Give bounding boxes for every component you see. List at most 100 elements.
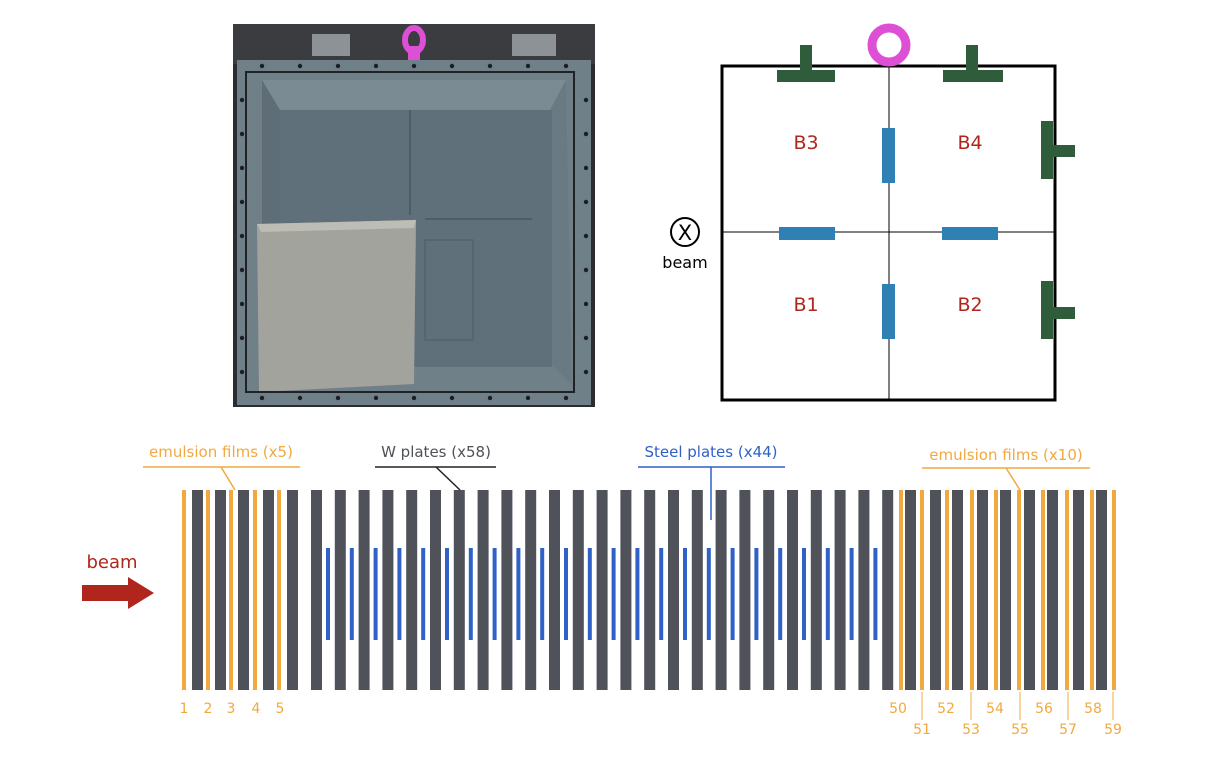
emulsion-film-6 [899, 490, 903, 690]
photo-screw-8 [373, 395, 379, 401]
w-plate-7 [334, 490, 346, 690]
label-w-plates-leader [435, 466, 461, 491]
photo-screw-4 [297, 395, 303, 401]
beam-arrow-icon [82, 577, 154, 609]
film-number-58: 58 [1084, 701, 1102, 717]
w-plate-10 [406, 490, 418, 690]
photo-screw-16 [525, 395, 531, 401]
w-plate-20 [644, 490, 656, 690]
steel-plate-4 [397, 548, 402, 640]
emulsion-film-9 [970, 490, 974, 690]
photo-screw-34 [583, 335, 589, 341]
stack-beam-label: beam [86, 552, 137, 573]
label-emulsion-films-left: emulsion films (x5) [149, 443, 293, 461]
label-w-plates: W plates (x58) [381, 443, 491, 461]
emulsion-film-8 [945, 490, 949, 690]
photo-screw-25 [239, 199, 245, 205]
steel-plate-8 [492, 548, 497, 640]
label-emulsion-films-right: emulsion films (x10) [929, 446, 1082, 464]
beam-into-page-icon [670, 217, 700, 247]
photo-screw-22 [583, 131, 589, 137]
photo-screw-17 [563, 63, 569, 69]
w-plate-4 [263, 490, 274, 690]
photo-screw-18 [563, 395, 569, 401]
brick-label-b2: B2 [957, 294, 982, 316]
w-plate-13 [477, 490, 489, 690]
label-emulsion-right-leader [1005, 467, 1021, 491]
steel-plate-9 [516, 548, 521, 640]
brick-label-b3: B3 [793, 132, 818, 154]
film-number-55: 55 [1011, 722, 1029, 738]
film-number-1: 1 [180, 701, 189, 717]
photo-box-back-wall [262, 80, 566, 110]
spacer-right [942, 227, 998, 240]
film-number-54: 54 [986, 701, 1004, 717]
photo-screw-30 [583, 267, 589, 273]
steel-plate-5 [421, 548, 426, 640]
film-number-53: 53 [962, 722, 980, 738]
photo-screw-6 [335, 395, 341, 401]
w-plate-34 [977, 490, 988, 690]
w-plate-23 [715, 490, 727, 690]
steel-plate-6 [445, 548, 449, 640]
photo-screw-11 [449, 63, 455, 69]
steel-plate-11 [564, 548, 568, 640]
w-plate-16 [549, 490, 560, 690]
photo-bracket-left [312, 34, 350, 56]
emulsion-film-11 [1017, 490, 1021, 690]
support-right-lower [1041, 281, 1075, 339]
photo-screw-31 [239, 301, 245, 307]
w-plate-3 [238, 490, 249, 690]
emulsion-film-3 [229, 490, 233, 690]
w-plate-14 [501, 490, 513, 690]
support-top-right [943, 45, 1003, 82]
detector-box-photo [233, 24, 595, 407]
label-steel-plates: Steel plates (x44) [644, 443, 777, 461]
photo-screw-21 [239, 131, 245, 137]
photo-screw-9 [411, 63, 417, 69]
film-number-56: 56 [1035, 701, 1053, 717]
w-plate-39 [1096, 490, 1107, 690]
photo-screws [239, 63, 589, 401]
w-plate-29 [858, 490, 870, 690]
spacer-top [882, 128, 895, 183]
photo-screw-1 [259, 63, 265, 69]
photo-screw-2 [259, 395, 265, 401]
w-plate-15 [525, 490, 537, 690]
w-plate-36 [1024, 490, 1035, 690]
w-plate-17 [572, 490, 584, 690]
photo-screw-13 [487, 63, 493, 69]
photo-screw-36 [583, 369, 589, 375]
diagram-beam-label: beam [662, 253, 707, 272]
w-plate-18 [596, 490, 608, 690]
steel-plate-16 [683, 548, 687, 640]
film-number-51: 51 [913, 722, 931, 738]
emulsion-film-7 [920, 490, 924, 690]
stack-bars [182, 490, 1116, 690]
w-plate-37 [1047, 490, 1058, 690]
photo-screw-19 [239, 97, 245, 103]
emulsion-film-13 [1065, 490, 1069, 690]
photo-bracket-right [512, 34, 556, 56]
spacer-left [779, 227, 835, 240]
steel-plate-22 [825, 548, 830, 640]
film-number-5: 5 [276, 701, 285, 717]
film-number-57: 57 [1059, 722, 1077, 738]
emulsion-film-4 [253, 490, 257, 690]
w-plate-6 [311, 490, 322, 690]
w-plate-28 [834, 490, 846, 690]
film-number-59: 59 [1104, 722, 1122, 738]
spacer-bottom [882, 284, 895, 339]
photo-screw-23 [239, 165, 245, 171]
steel-plate-14 [635, 548, 640, 640]
w-plate-24 [739, 490, 751, 690]
emulsion-film-2 [206, 490, 210, 690]
steel-plate-2 [349, 548, 354, 640]
w-plate-33 [952, 490, 963, 690]
support-right-upper [1041, 121, 1075, 179]
steel-plate-13 [611, 548, 616, 640]
photo-screw-20 [583, 97, 589, 103]
photo-screw-5 [335, 63, 341, 69]
